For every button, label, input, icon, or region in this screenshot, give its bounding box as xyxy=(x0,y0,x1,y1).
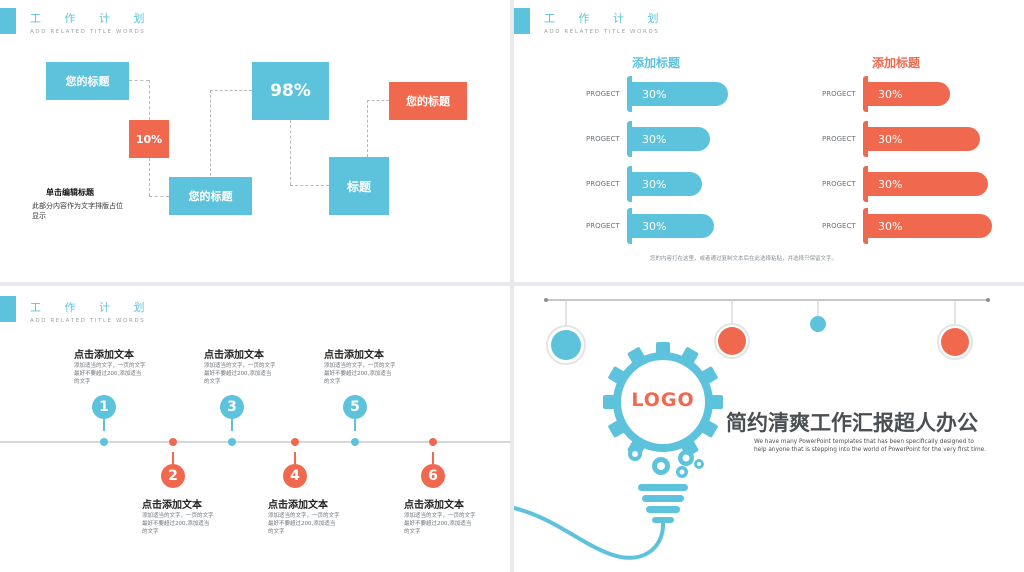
step-description: 添加适当的文字，一页的文字最好不要超过200,添加适当的文字 xyxy=(404,513,476,535)
step-description: 添加适当的文字，一页的文字最好不要超过200,添加适当的文字 xyxy=(268,513,340,535)
progress-bar[interactable]: 30% xyxy=(863,76,950,112)
flow-box-title-1[interactable]: 您的标题 xyxy=(46,62,129,100)
timeline-dot xyxy=(429,438,437,446)
progress-bar[interactable]: 30% xyxy=(863,166,988,202)
timeline-dot xyxy=(169,438,177,446)
flow-box-title-4[interactable]: 您的标题 xyxy=(389,82,467,120)
footer-note: 您的内容打在这里，或者通过复制文本后在此选择粘贴，并选择只保留文字。 xyxy=(650,256,838,262)
progress-label: PROGECT xyxy=(822,90,856,98)
step-number-badge[interactable]: 2 xyxy=(161,464,185,488)
flow-box-percent-10[interactable]: 10% xyxy=(129,120,169,158)
slide-progress-bars[interactable]: 工 作 计 划 ADD RELATED TITLE WORDS 添加标题 添加标… xyxy=(514,0,1024,282)
progress-value: 30% xyxy=(642,219,667,233)
flow-box-title-2[interactable]: 您的标题 xyxy=(169,177,252,215)
step-title: 点击添加文本 xyxy=(324,350,384,361)
step-description: 添加适当的文字，一页的文字最好不要超过200,添加适当的文字 xyxy=(142,513,214,535)
step-stem xyxy=(294,452,296,464)
connector xyxy=(149,80,150,120)
step-stem xyxy=(354,419,356,431)
progress-label: PROGECT xyxy=(822,135,856,143)
step-description: 添加适当的文字，一页的文字最好不要超过200,添加适当的文字 xyxy=(324,363,396,385)
slide-work-plan-flow[interactable]: 工 作 计 划 ADD RELATED TITLE WORDS 您的标题 10%… xyxy=(0,0,510,282)
step-stem xyxy=(103,419,105,431)
connector xyxy=(210,90,211,176)
connector xyxy=(367,100,368,157)
slide-title: 工 作 计 划 xyxy=(30,301,155,314)
slide-cover[interactable]: LOGO 简约清爽工作汇报超人办公 We have many PowerPoin… xyxy=(514,286,1024,572)
progress-value: 30% xyxy=(878,87,903,101)
header-accent-bar xyxy=(0,296,16,322)
step-description: 添加适当的文字，一页的文字最好不要超过200,添加适当的文字 xyxy=(74,363,146,385)
cover-title: 简约清爽工作汇报超人办公 xyxy=(726,411,978,435)
progress-bar[interactable]: 30% xyxy=(627,166,702,202)
progress-bar[interactable]: 30% xyxy=(627,76,728,112)
cover-description: We have many PowerPoint templates that h… xyxy=(754,439,987,453)
progress-label: PROGECT xyxy=(822,180,856,188)
left-section-heading: 添加标题 xyxy=(632,56,681,70)
slide-subtitle: ADD RELATED TITLE WORDS xyxy=(30,29,146,35)
step-number-badge[interactable]: 3 xyxy=(220,395,244,419)
timeline-axis xyxy=(0,441,510,443)
progress-value: 30% xyxy=(642,87,667,101)
step-title: 点击添加文本 xyxy=(404,500,464,511)
progress-label: PROGECT xyxy=(586,90,620,98)
progress-bar[interactable]: 30% xyxy=(863,208,992,244)
step-stem xyxy=(432,452,434,464)
step-description: 添加适当的文字，一页的文字最好不要超过200,添加适当的文字 xyxy=(204,363,276,385)
header-accent-bar xyxy=(0,8,16,34)
progress-value: 30% xyxy=(878,177,903,191)
progress-bar[interactable]: 30% xyxy=(863,121,980,157)
timeline-dot xyxy=(100,438,108,446)
progress-value: 30% xyxy=(642,177,667,191)
timeline-dot xyxy=(291,438,299,446)
progress-bar[interactable]: 30% xyxy=(627,121,710,157)
connector xyxy=(149,196,169,197)
connector xyxy=(290,185,329,186)
slide-timeline[interactable]: 工 作 计 划 ADD RELATED TITLE WORDS 点击添加文本 添… xyxy=(0,286,510,572)
timeline-dot xyxy=(351,438,359,446)
slide-subtitle: ADD RELATED TITLE WORDS xyxy=(544,29,660,35)
progress-value: 30% xyxy=(878,219,903,233)
connector xyxy=(149,158,150,196)
step-title: 点击添加文本 xyxy=(74,350,134,361)
step-number-badge[interactable]: 5 xyxy=(343,395,367,419)
step-stem xyxy=(231,419,233,431)
progress-label: PROGECT xyxy=(586,180,620,188)
note-title: 单击编辑标题 xyxy=(46,188,94,197)
progress-label: PROGECT xyxy=(822,222,856,230)
right-section-heading: 添加标题 xyxy=(872,56,921,70)
step-title: 点击添加文本 xyxy=(142,500,202,511)
slide-title: 工 作 计 划 xyxy=(30,12,155,25)
step-number-badge[interactable]: 6 xyxy=(421,464,445,488)
step-title: 点击添加文本 xyxy=(204,350,264,361)
connector xyxy=(129,80,149,81)
slide-subtitle: ADD RELATED TITLE WORDS xyxy=(30,318,146,324)
progress-value: 30% xyxy=(878,132,903,146)
connector xyxy=(367,100,389,101)
note-body: 此部分内容作为文字排版占位显示 xyxy=(32,202,123,220)
step-stem xyxy=(172,452,174,464)
flow-box-title-3[interactable]: 标题 xyxy=(329,157,389,215)
step-number-badge[interactable]: 4 xyxy=(283,464,307,488)
progress-bar[interactable]: 30% xyxy=(627,208,714,244)
flow-box-percent-98[interactable]: 98% xyxy=(252,62,329,120)
connector xyxy=(210,90,252,91)
timeline-dot xyxy=(228,438,236,446)
lightbulb-gear-illustration xyxy=(514,298,990,560)
progress-label: PROGECT xyxy=(586,222,620,230)
connector xyxy=(290,120,291,185)
logo-text: LOGO xyxy=(631,389,695,411)
progress-value: 30% xyxy=(642,132,667,146)
header-accent-bar xyxy=(514,8,530,34)
step-number-badge[interactable]: 1 xyxy=(92,395,116,419)
step-title: 点击添加文本 xyxy=(268,500,328,511)
slide-title: 工 作 计 划 xyxy=(544,12,669,25)
progress-label: PROGECT xyxy=(586,135,620,143)
